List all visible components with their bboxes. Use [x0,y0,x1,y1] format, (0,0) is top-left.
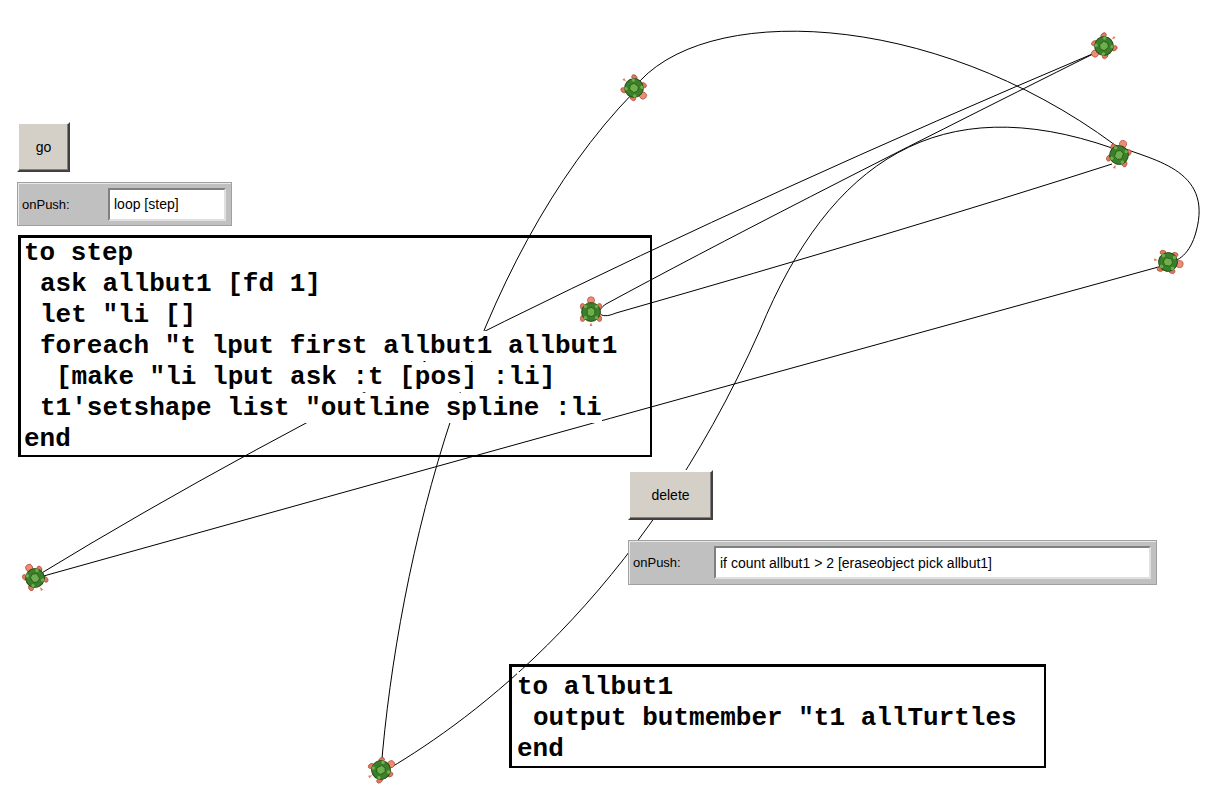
onpush-field: onPush:loop [step] [17,182,232,226]
code-line: output butmember "t1 allTurtles [517,703,1044,734]
button-label: go [36,139,52,155]
code-line: t1'setshape list "outline spline :li [24,393,650,424]
procedure-textbox: to allbut1output butmember "t1 allTurtle… [509,664,1046,768]
turtles [18,29,1185,785]
code-text: output butmember "t1 allTurtles [533,703,1017,733]
field-value: if count allbut1 > 2 [eraseobject pick a… [714,546,1151,579]
turtle [1152,249,1185,275]
spline-curve [40,266,1162,577]
field-label: onPush: [22,197,108,212]
spline-curve [381,92,634,770]
turtle [1104,137,1134,172]
spline-outline [40,31,1199,770]
code-text: let "li [] [40,300,196,330]
code-line: to allbut1 [517,672,1044,703]
code-text: to step [24,238,133,268]
turtle [1085,29,1121,64]
spline-curve [600,52,1112,316]
push-button: delete [628,470,713,520]
code-text: t1'setshape list "outline spline :li [40,393,602,423]
spline-curve [390,127,1112,768]
button-label: delete [651,487,689,503]
turtle [616,71,652,106]
turtle [18,559,51,595]
code-line: let "li [] [24,300,650,331]
field-value: loop [step] [108,188,226,221]
code-text: end [517,734,564,764]
code-text: to allbut1 [517,672,673,702]
turtle [363,753,399,785]
code-line: ask allbut1 [fd 1] [24,269,650,300]
onpush-field: onPush:if count allbut1 > 2 [eraseobject… [628,540,1157,585]
code-text: foreach "t lput first allbut1 allbut1 [40,331,617,361]
field-label: onPush: [633,555,714,570]
code-text: [make "li lput ask :t [pos] :li] [56,362,555,392]
push-button: go [17,122,70,172]
code-line: end [24,424,650,455]
code-line: foreach "t lput first allbut1 allbut1 [24,331,650,362]
spline-curve [40,52,1097,574]
code-text: ask allbut1 [fd 1] [40,269,321,299]
spline-curve [634,31,1199,262]
code-line: end [517,734,1044,765]
code-line: to step [24,238,650,269]
code-text: end [24,424,71,454]
procedure-textbox: to stepask allbut1 [fd 1]let "li []forea… [18,235,652,457]
turtle [580,297,601,326]
code-line: [make "li lput ask :t [pos] :li] [24,362,650,393]
